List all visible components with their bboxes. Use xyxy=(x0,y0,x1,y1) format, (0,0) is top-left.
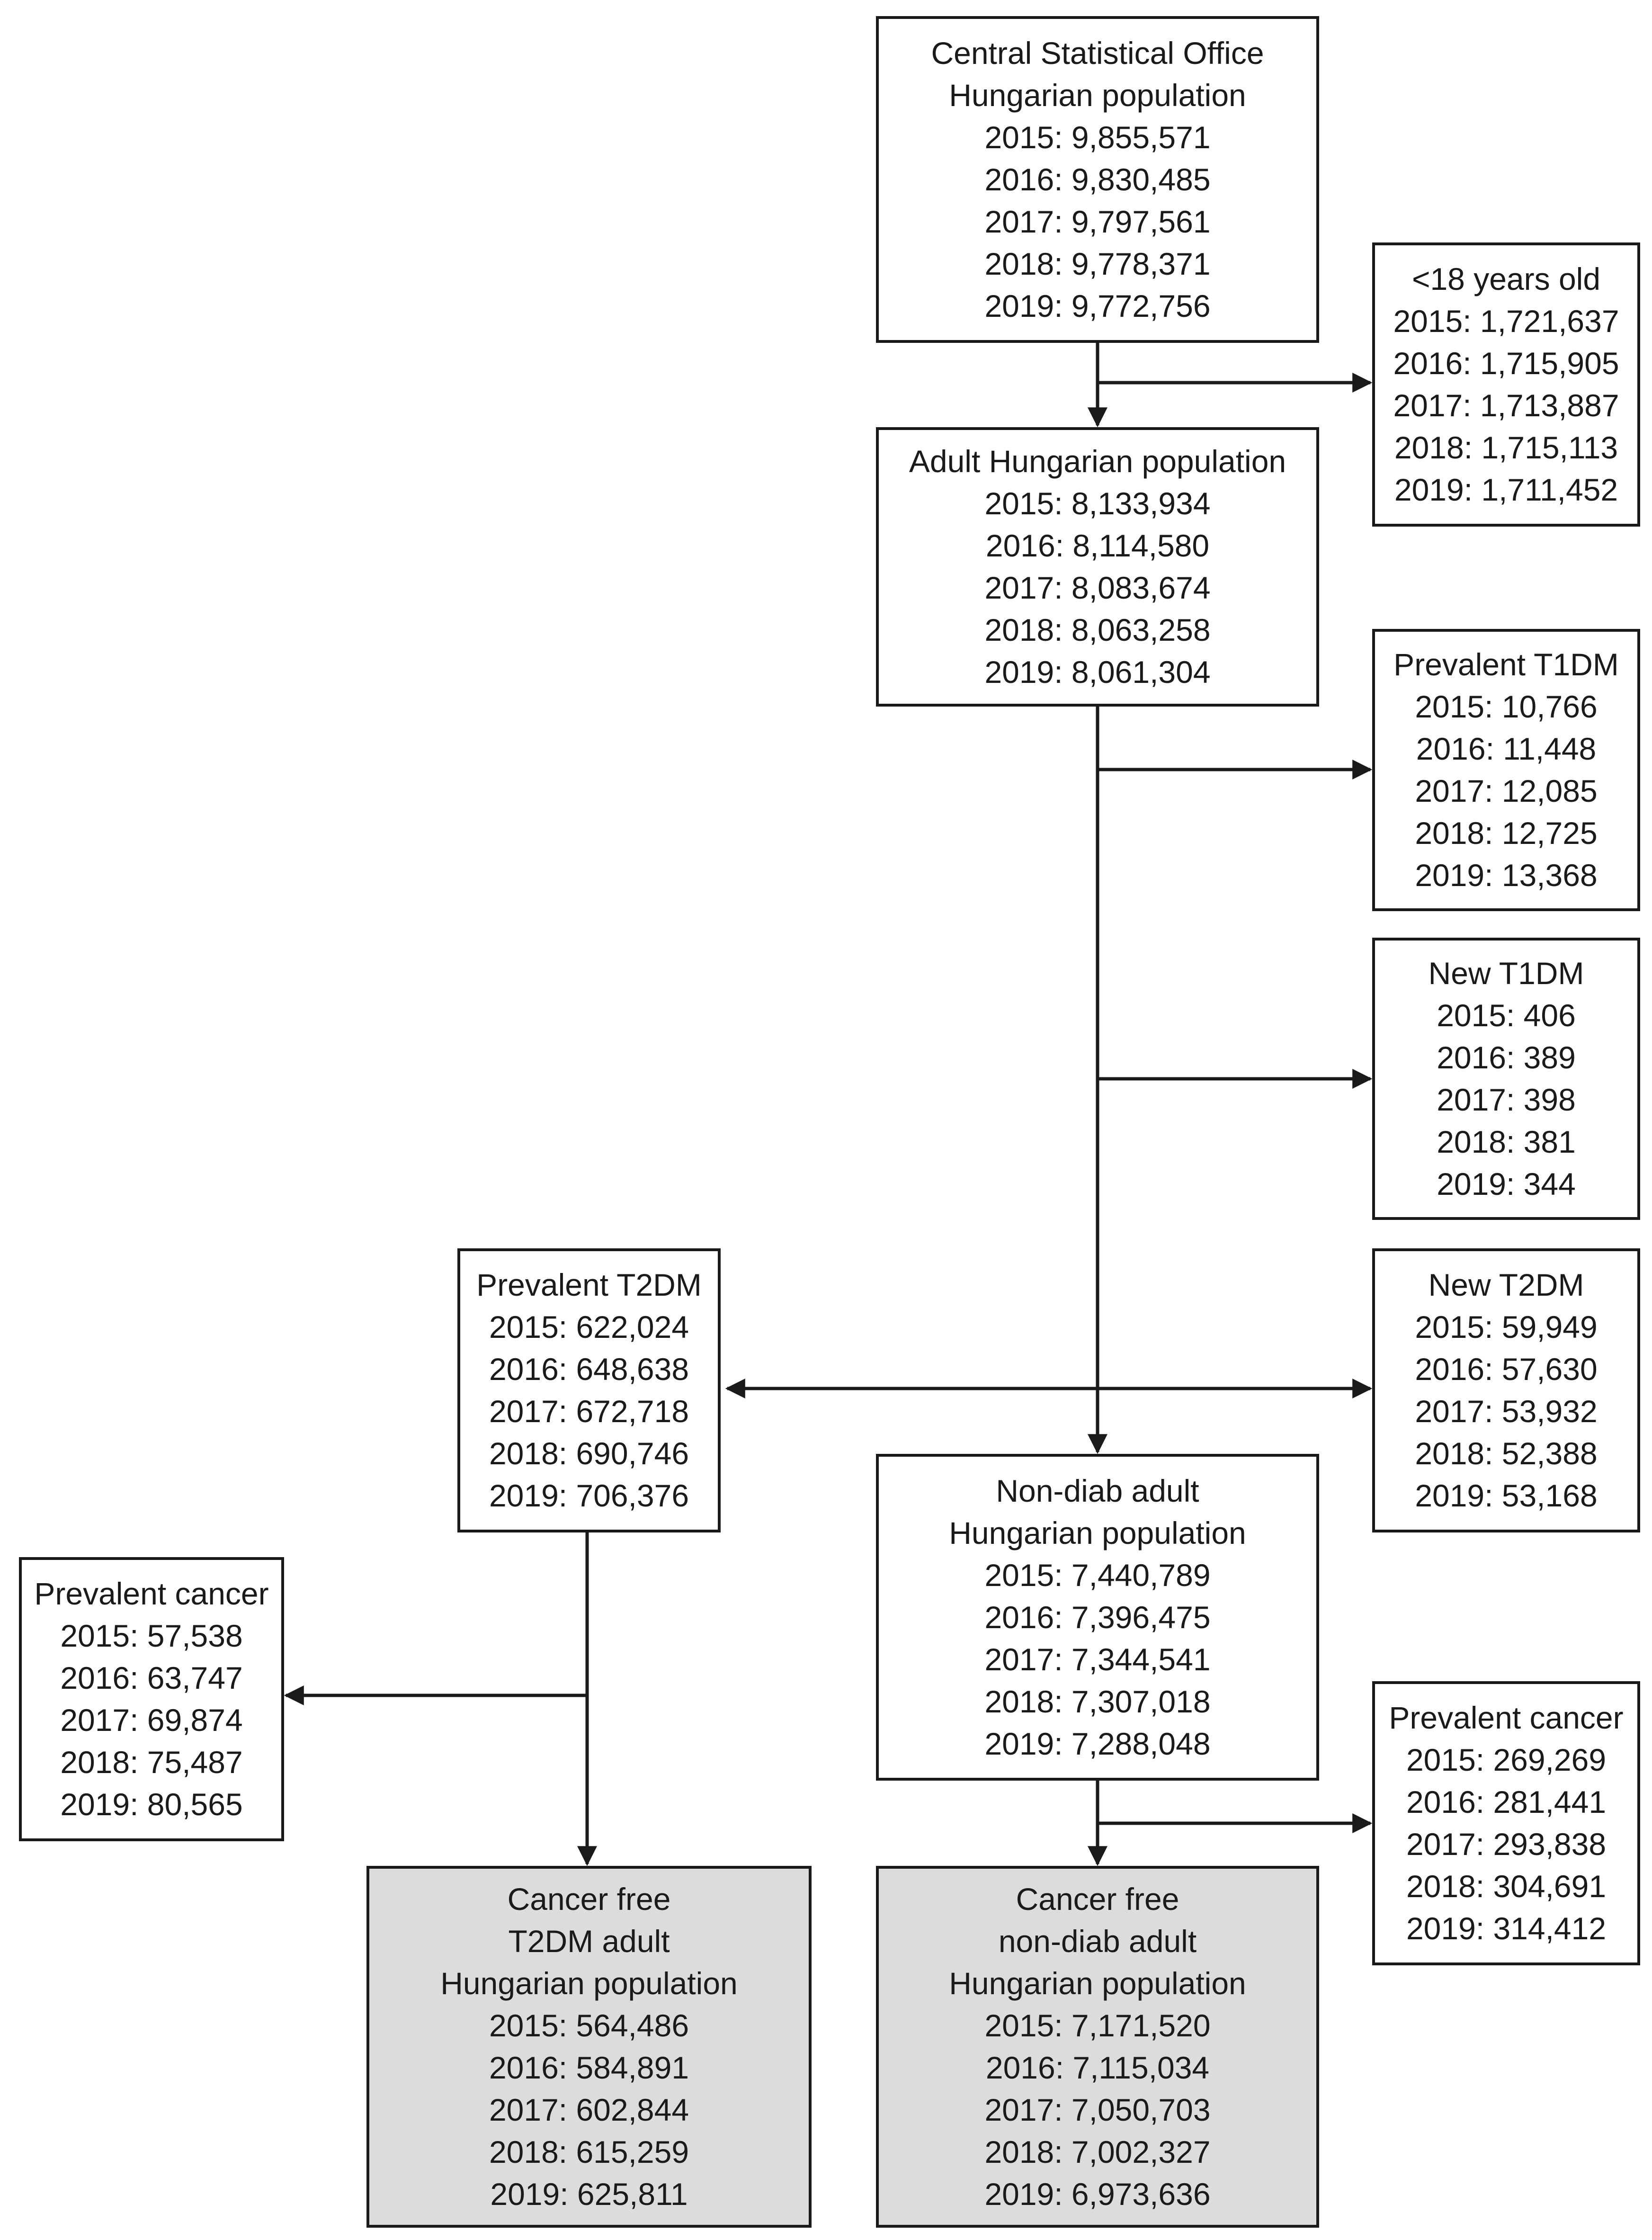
box-line: 2015: 7,440,789 xyxy=(984,1557,1211,1593)
box-line: 2019: 344 xyxy=(1437,1166,1576,1201)
box-line: Hungarian population xyxy=(949,1966,1246,2001)
box-line: 2019: 8,061,304 xyxy=(984,654,1211,690)
box-line: 2017: 9,797,561 xyxy=(984,204,1211,239)
box-line: 2017: 672,718 xyxy=(489,1394,689,1429)
box-line: 2019: 53,168 xyxy=(1415,1478,1598,1513)
box-line: 2017: 293,838 xyxy=(1406,1827,1607,1862)
box-line: 2015: 1,721,637 xyxy=(1393,304,1619,339)
box-line: 2018: 52,388 xyxy=(1415,1436,1598,1471)
box-line: 2017: 8,083,674 xyxy=(984,570,1211,605)
box-line: 2018: 304,691 xyxy=(1406,1869,1607,1904)
box-line: 2016: 9,830,485 xyxy=(984,161,1211,197)
box-prevalent-t2dm: Prevalent T2DM 2015: 622,024 2016: 648,6… xyxy=(457,1248,721,1532)
box-line: 2019: 6,973,636 xyxy=(984,2177,1211,2212)
box-prevalent-t1dm: Prevalent T1DM 2015: 10,766 2016: 11,448… xyxy=(1372,629,1640,911)
box-adult-population: Adult Hungarian population 2015: 8,133,9… xyxy=(876,427,1319,707)
box-line: 2016: 648,638 xyxy=(489,1352,689,1387)
box-line: Hungarian population xyxy=(440,1966,738,2001)
box-line: 2016: 584,891 xyxy=(489,2050,689,2085)
box-line: 2017: 7,344,541 xyxy=(984,1641,1211,1677)
box-line: 2017: 12,085 xyxy=(1415,773,1598,808)
box-line: 2016: 281,441 xyxy=(1406,1784,1607,1819)
box-line: 2016: 7,115,034 xyxy=(985,2050,1210,2085)
box-line: 2016: 11,448 xyxy=(1416,731,1597,766)
box-line: 2015: 622,024 xyxy=(489,1309,689,1344)
box-line: 2019: 706,376 xyxy=(489,1478,689,1513)
box-line: 2018: 9,778,371 xyxy=(984,246,1211,281)
box-line: 2019: 314,412 xyxy=(1406,1911,1607,1946)
box-line: non-diab adult xyxy=(998,1924,1197,1959)
box-line: 2019: 1,711,452 xyxy=(1394,472,1618,507)
box-line: New T2DM xyxy=(1428,1267,1584,1302)
box-line: 2019: 625,811 xyxy=(490,2177,688,2212)
box-under-18: <18 years old 2015: 1,721,637 2016: 1,71… xyxy=(1372,242,1640,527)
box-line: 2015: 269,269 xyxy=(1406,1742,1607,1777)
box-line: 2017: 398 xyxy=(1437,1082,1576,1117)
box-line: 2016: 7,396,475 xyxy=(984,1599,1211,1635)
box-line: 2016: 389 xyxy=(1437,1040,1576,1075)
box-line: Cancer free xyxy=(1016,1882,1179,1917)
box-line: Cancer free xyxy=(507,1882,671,1917)
box-line: New T1DM xyxy=(1428,956,1584,991)
box-line: Non-diab adult xyxy=(996,1473,1199,1508)
box-line: 2019: 7,288,048 xyxy=(984,1726,1211,1761)
box-new-t2dm: New T2DM 2015: 59,949 2016: 57,630 2017:… xyxy=(1372,1248,1640,1532)
box-line: 2018: 8,063,258 xyxy=(984,612,1211,647)
box-line: 2018: 7,002,327 xyxy=(984,2134,1211,2169)
box-prevalent-cancer-non-diab: Prevalent cancer 2015: 269,269 2016: 281… xyxy=(1372,1681,1640,1965)
box-line: 2018: 75,487 xyxy=(60,1745,243,1780)
box-line: 2015: 7,171,520 xyxy=(984,2008,1211,2043)
box-cancer-free-t2dm: Cancer free T2DM adult Hungarian populat… xyxy=(366,1866,812,2228)
box-new-t1dm: New T1DM 2015: 406 2016: 389 2017: 398 2… xyxy=(1372,938,1640,1220)
box-line: 2015: 59,949 xyxy=(1415,1309,1598,1344)
box-line: 2016: 63,747 xyxy=(60,1660,243,1695)
box-line: 2018: 381 xyxy=(1437,1124,1576,1159)
box-line: 2015: 406 xyxy=(1437,998,1576,1033)
box-line: 2016: 57,630 xyxy=(1415,1352,1598,1387)
box-line: Central Statistical Office xyxy=(931,35,1264,71)
box-line: 2015: 9,855,571 xyxy=(984,119,1211,155)
box-line: 2017: 7,050,703 xyxy=(984,2092,1211,2127)
box-central-statistical-office: Central Statistical Office Hungarian pop… xyxy=(876,16,1319,343)
box-prevalent-cancer-t2dm: Prevalent cancer 2015: 57,538 2016: 63,7… xyxy=(19,1557,284,1841)
box-line: 2018: 690,746 xyxy=(489,1436,689,1471)
box-line: Hungarian population xyxy=(949,77,1246,113)
box-line: 2015: 8,133,934 xyxy=(984,486,1211,521)
box-line: <18 years old xyxy=(1411,261,1601,296)
box-line: 2018: 12,725 xyxy=(1415,815,1598,851)
box-cancer-free-non-diab: Cancer free non-diab adult Hungarian pop… xyxy=(876,1866,1319,2228)
box-line: 2019: 9,772,756 xyxy=(984,288,1211,323)
box-line: 2015: 564,486 xyxy=(489,2008,689,2043)
box-line: 2018: 7,307,018 xyxy=(984,1684,1211,1719)
box-line: Hungarian population xyxy=(949,1515,1246,1550)
box-line: Prevalent T1DM xyxy=(1393,647,1619,682)
box-line: 2017: 1,713,887 xyxy=(1393,388,1619,423)
box-line: 2015: 10,766 xyxy=(1415,689,1598,724)
box-line: 2017: 69,874 xyxy=(60,1702,243,1738)
box-line: 2016: 1,715,905 xyxy=(1393,346,1619,381)
box-line: 2018: 615,259 xyxy=(489,2134,689,2169)
box-line: 2017: 602,844 xyxy=(489,2092,689,2127)
box-non-diab-adult: Non-diab adult Hungarian population 2015… xyxy=(876,1454,1319,1781)
box-line: 2019: 80,565 xyxy=(60,1787,243,1822)
box-line: Prevalent cancer xyxy=(34,1576,269,1611)
box-line: 2016: 8,114,580 xyxy=(985,528,1210,563)
box-line: Prevalent T2DM xyxy=(476,1267,702,1302)
box-line: 2015: 57,538 xyxy=(60,1618,243,1653)
box-line: 2018: 1,715,113 xyxy=(1394,430,1618,465)
box-line: 2019: 13,368 xyxy=(1415,858,1598,893)
box-line: Adult Hungarian population xyxy=(909,444,1286,479)
box-line: 2017: 53,932 xyxy=(1415,1394,1598,1429)
box-line: T2DM adult xyxy=(508,1924,670,1959)
box-line: Prevalent cancer xyxy=(1389,1700,1624,1735)
